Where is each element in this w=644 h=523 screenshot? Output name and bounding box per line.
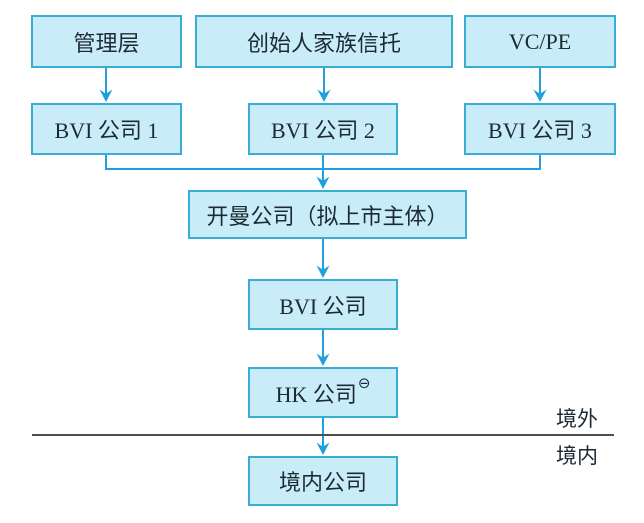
arrow-down-icon [533,89,547,102]
node-bvi-company-2: BVI 公司 2 [248,103,398,155]
node-vc-pe: VC/PE [464,15,616,68]
node-management: 管理层 [31,15,182,68]
arrow-down-icon [316,442,330,455]
arrow-down-icon [316,176,330,189]
node-label: BVI 公司 1 [54,118,159,143]
arrow-down-icon [316,265,330,278]
node-label: 创始人家族信托 [246,30,401,56]
node-label: BVI 公司 2 [271,118,375,143]
arrow-down-icon [317,89,331,102]
node-label: 开曼公司（拟上市主体） [206,203,449,229]
node-hk-company: HK 公司⊖ [248,367,398,418]
node-bvi-company: BVI 公司 [248,279,398,330]
node-label: BVI 公司 [279,293,367,319]
node-label: BVI 公司 3 [488,118,592,143]
node-domestic-company: 境内公司 [248,456,398,506]
node-bvi-company-3: BVI 公司 3 [464,103,616,155]
node-cayman-listing-entity: 开曼公司（拟上市主体） [188,190,467,239]
node-founder-family-trust: 创始人家族信托 [195,15,453,68]
node-label: 境内公司 [278,470,367,495]
arrow-down-icon [316,353,330,366]
offshore-region-label: 境外 [556,407,598,431]
node-bvi-company-1: BVI 公司 1 [31,103,182,155]
arrow-down-icon [99,89,113,102]
node-label: HK 公司 [275,381,357,407]
node-label: VC/PE [508,28,572,54]
onshore-region-label: 境内 [556,444,598,468]
node-label: 管理层 [73,30,140,56]
footnote-one-icon: ⊖ [357,374,371,392]
